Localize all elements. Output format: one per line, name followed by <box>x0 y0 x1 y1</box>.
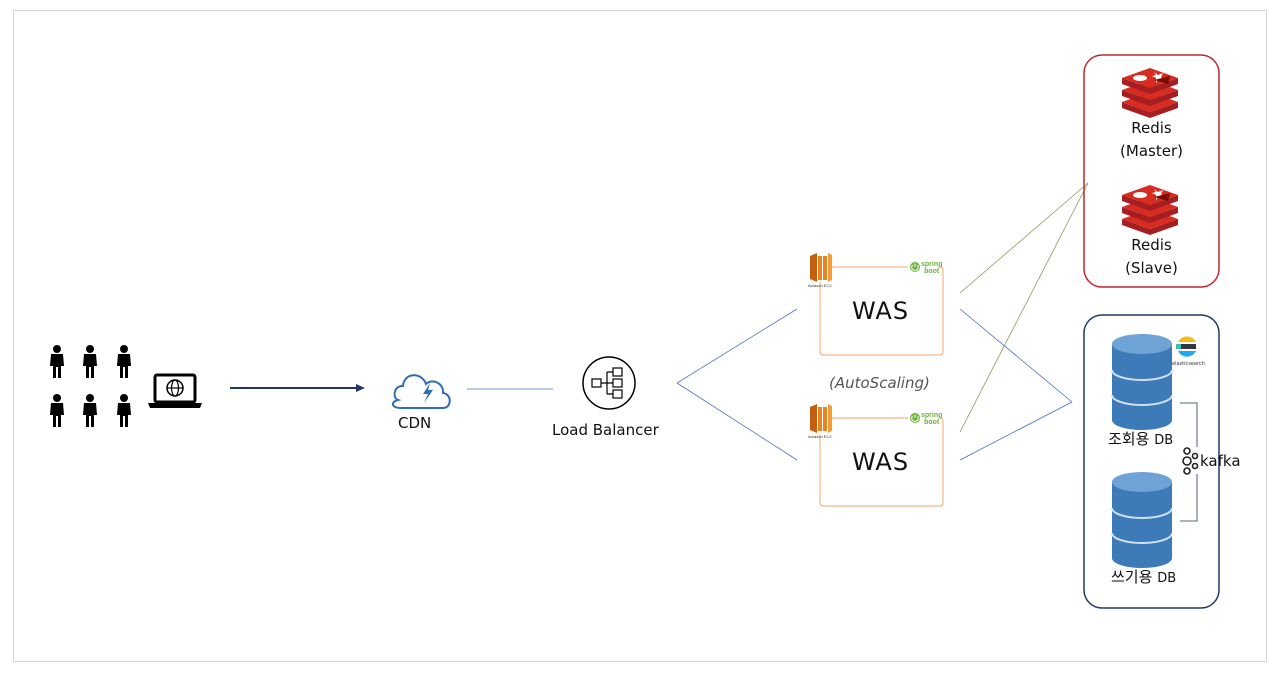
client-to-cdn-arrow <box>230 384 365 392</box>
was-to-db-links <box>959 308 1073 461</box>
write-db-label: 쓰기용 DB <box>1111 568 1177 586</box>
person-icon <box>83 394 97 427</box>
load-balancer-label: Load Balancer <box>552 421 659 439</box>
spring-boot-icon <box>908 258 938 276</box>
person-icon <box>117 345 131 378</box>
was-label-2: WAS <box>852 448 910 476</box>
redis-icon <box>1122 68 1178 118</box>
ec2-caption-2: Amazon EC2 <box>808 434 832 439</box>
autoscaling-label: (AutoScaling) <box>829 374 930 392</box>
amazon-ec2-icon <box>808 253 832 282</box>
person-icon <box>50 394 64 427</box>
kafka-icon <box>1178 447 1199 475</box>
elasticsearch-label: elasticsearch <box>1172 361 1205 367</box>
redis-slave-label: Redis (Slave) <box>1125 236 1178 277</box>
was-box-2 <box>808 404 944 507</box>
cloud-bolt-icon <box>392 374 451 409</box>
redis-master-label: Redis (Master) <box>1120 119 1183 160</box>
users-group <box>50 345 131 427</box>
amazon-ec2-icon <box>808 404 832 434</box>
elasticsearch-icon <box>1176 336 1196 357</box>
spring-boot-icon <box>908 409 938 427</box>
cdn-label: CDN <box>398 414 432 432</box>
person-icon <box>50 345 64 378</box>
was-box-1 <box>808 253 944 356</box>
database-icon <box>1111 333 1173 431</box>
redis-icon <box>1122 185 1178 235</box>
diagram-frame <box>13 10 1267 662</box>
person-icon <box>83 345 97 378</box>
db-group <box>1083 314 1220 609</box>
kafka-label: kafka <box>1200 452 1241 470</box>
read-db-label: 조회용 DB <box>1108 430 1174 448</box>
database-icon <box>1111 471 1173 569</box>
ec2-caption-1: Amazon EC2 <box>808 283 832 288</box>
was-to-redis-links <box>959 182 1089 433</box>
laptop-globe-icon <box>148 373 202 408</box>
redis-group <box>1083 54 1220 288</box>
person-icon <box>117 394 131 427</box>
was-label-1: WAS <box>852 297 910 325</box>
load-balancer-icon <box>582 356 636 410</box>
lb-to-was-links <box>676 308 798 461</box>
